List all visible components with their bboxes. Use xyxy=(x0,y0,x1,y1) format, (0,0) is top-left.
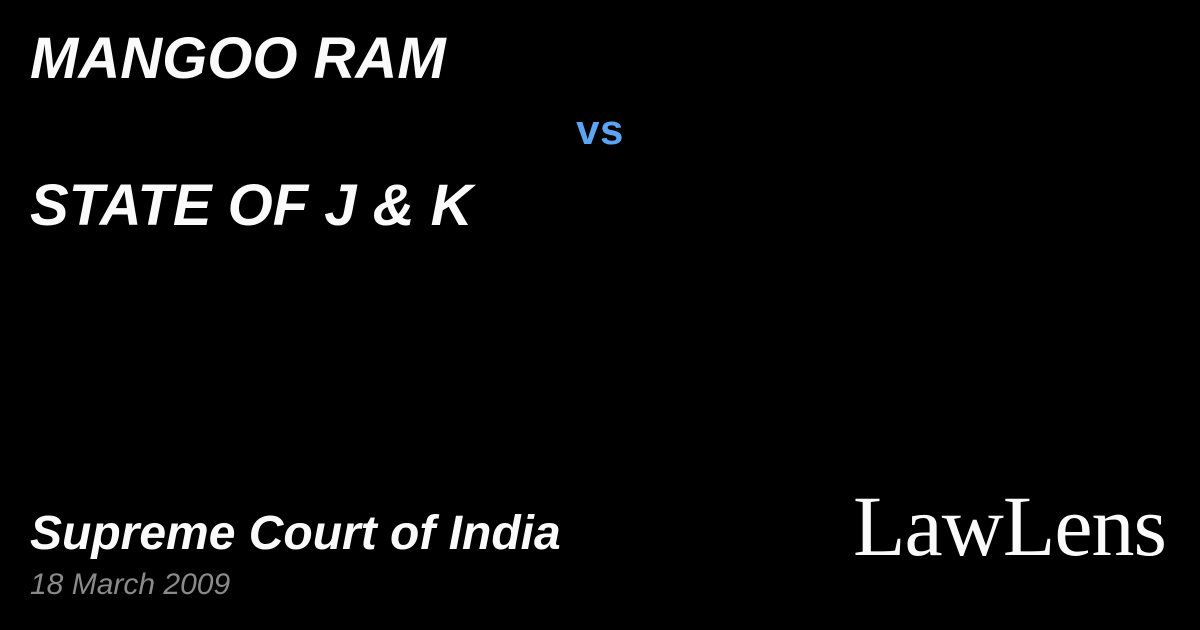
court-name: Supreme Court of India xyxy=(30,507,561,560)
lawlens-logo: LawLens xyxy=(853,478,1167,574)
judgment-date: 18 March 2009 xyxy=(30,568,231,601)
party-two-title: STATE OF J & K xyxy=(30,173,473,238)
party-one-title: MANGOO RAM xyxy=(30,26,446,91)
versus-label: vs xyxy=(576,106,624,153)
